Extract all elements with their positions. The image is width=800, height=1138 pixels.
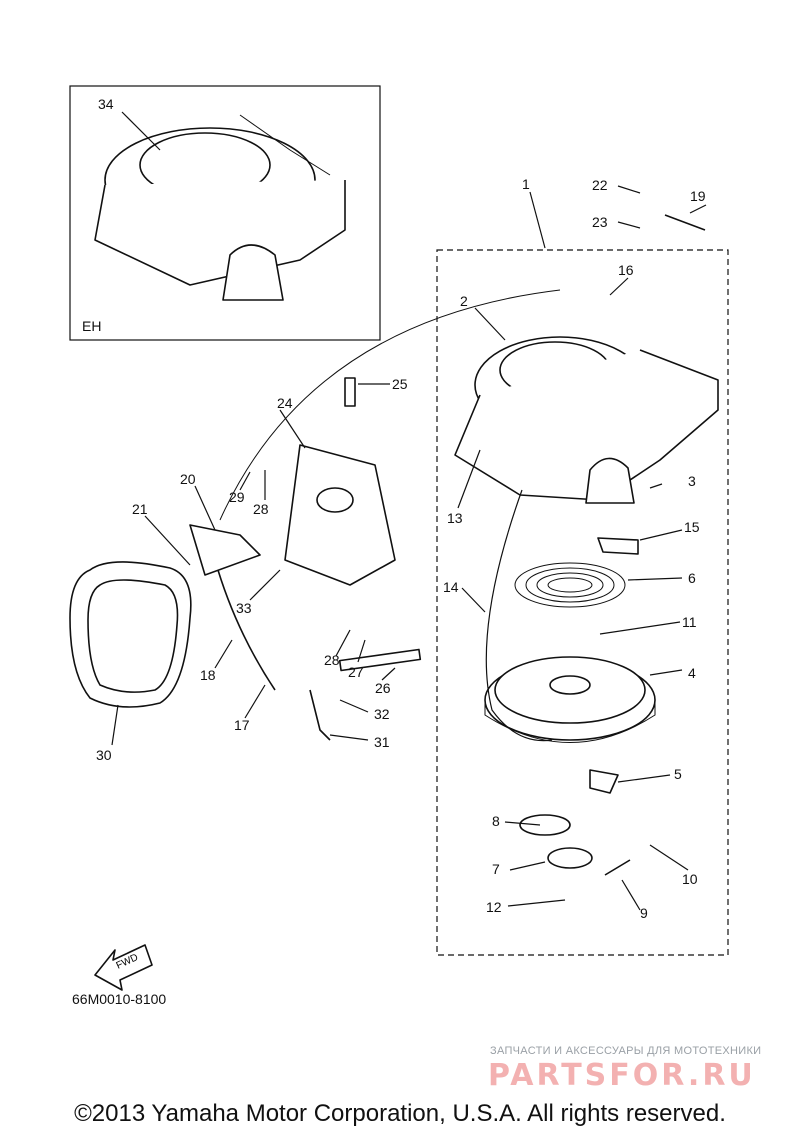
- callout-2: 2: [460, 293, 468, 309]
- lever-20: [189, 524, 261, 576]
- callout-17: 17: [234, 717, 250, 733]
- callout-31: 31: [374, 734, 390, 750]
- plate-8: [519, 814, 571, 836]
- pawl-5: [589, 769, 619, 794]
- assembly-boundary: [436, 249, 729, 956]
- copyright-footer: ©2013 Yamaha Motor Corporation, U.S.A. A…: [74, 1100, 726, 1127]
- watermark-tagline: ЗАПЧАСТИ И АКСЕССУАРЫ ДЛЯ МОТОТЕХНИКИ: [490, 1045, 762, 1057]
- fwd-arrow: FWD: [94, 944, 153, 991]
- callout-32: 32: [374, 706, 390, 722]
- cover-7: [547, 847, 593, 869]
- callout-29: 29: [229, 489, 245, 505]
- callout-25: 25: [392, 376, 408, 392]
- callout-19: 19: [690, 188, 706, 204]
- leader-lines: [111, 111, 707, 911]
- spring-19: [664, 214, 706, 231]
- watermark-logo: PARTSFOR.RU: [488, 1058, 756, 1093]
- starter-housing: [454, 336, 719, 504]
- bolt-26: [338, 648, 422, 672]
- callout-9: 9: [640, 905, 648, 921]
- bracket-24: [284, 444, 396, 586]
- callout-21: 21: [132, 501, 148, 517]
- callout-28b: 28: [253, 501, 269, 517]
- bolt-25: [344, 377, 356, 407]
- cable-run: [219, 289, 561, 521]
- callout-4: 4: [688, 665, 696, 681]
- callout-5: 5: [674, 766, 682, 782]
- callout-33: 33: [236, 600, 252, 616]
- callout-22: 22: [592, 177, 608, 193]
- inset-label: EH: [82, 318, 101, 334]
- callout-14: 14: [443, 579, 459, 595]
- callout-30: 30: [96, 747, 112, 763]
- callout-16: 16: [618, 262, 634, 278]
- callout-1: 1: [522, 176, 530, 192]
- callout-7: 7: [492, 861, 500, 877]
- sheave-drum: [484, 656, 656, 743]
- callout-20: 20: [180, 471, 196, 487]
- callout-10: 10: [682, 871, 698, 887]
- callout-27: 27: [348, 664, 364, 680]
- callout-13: 13: [447, 510, 463, 526]
- callout-23: 23: [592, 214, 608, 230]
- callout-24: 24: [277, 395, 293, 411]
- callout-15: 15: [684, 519, 700, 535]
- plate-31: [309, 689, 331, 741]
- callout-18: 18: [200, 667, 216, 683]
- spiral-spring: [514, 562, 626, 608]
- handle-grip: [69, 561, 192, 708]
- callout-26: 26: [375, 680, 391, 696]
- cable-18: [214, 559, 276, 691]
- callout-28a: 28: [324, 652, 340, 668]
- callout-3: 3: [688, 473, 696, 489]
- callout-12: 12: [486, 899, 502, 915]
- spring-9: [604, 859, 631, 876]
- drawing-code: 66M0010-8100: [72, 991, 167, 1007]
- lever-15: [597, 537, 639, 555]
- starter-rope: [485, 489, 553, 742]
- callout-6: 6: [688, 570, 696, 586]
- inset-eh: [69, 85, 381, 341]
- callout-34: 34: [98, 96, 114, 112]
- callout-11: 11: [682, 614, 697, 630]
- callout-8: 8: [492, 813, 500, 829]
